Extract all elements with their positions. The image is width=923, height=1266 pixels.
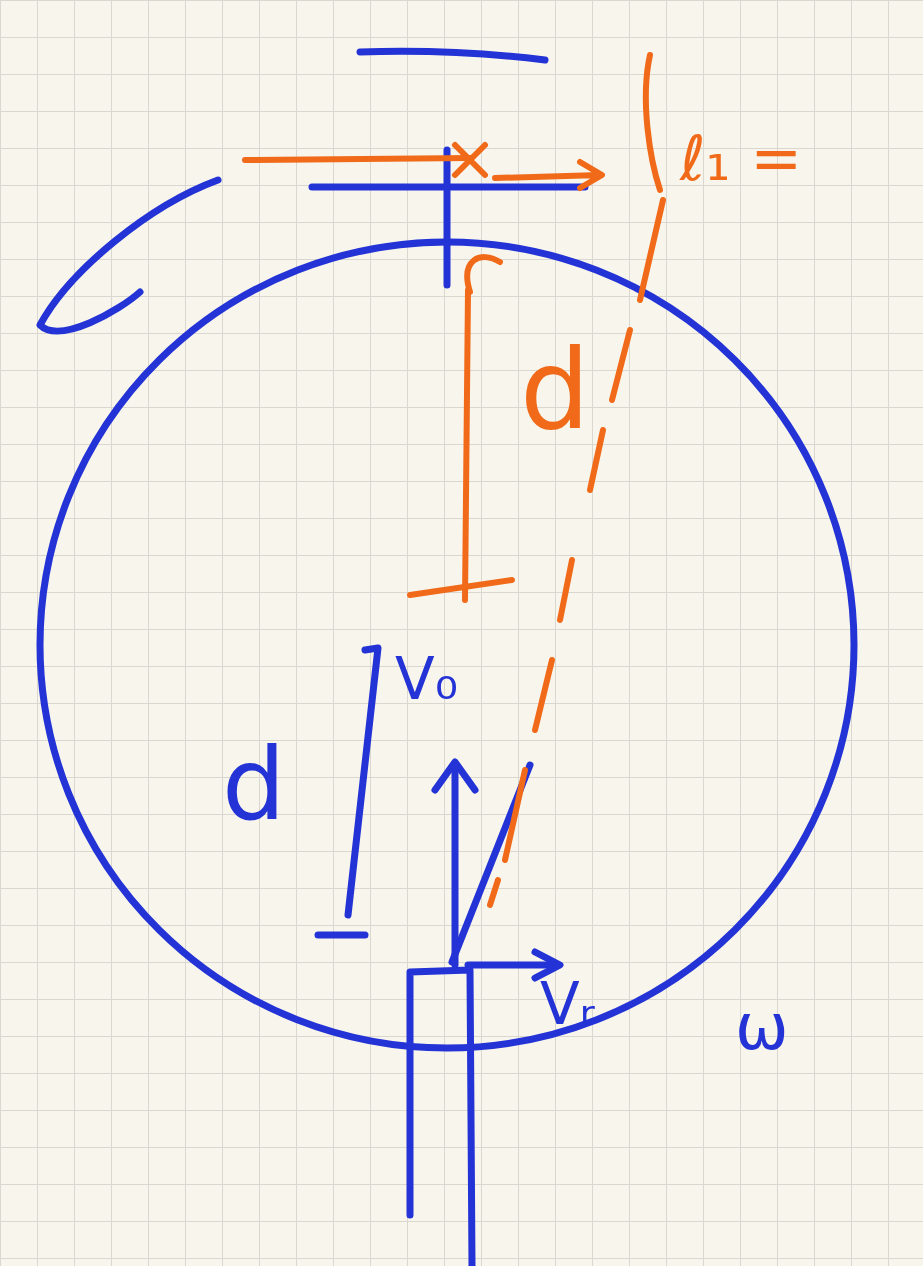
- rotation-arrow: [40, 180, 218, 331]
- distance-line: [465, 290, 468, 600]
- distance-label: d: [222, 735, 285, 835]
- velocity-label: Vᵣ: [540, 975, 595, 1033]
- orange-arrow: [495, 162, 602, 188]
- orange-line: [245, 158, 470, 160]
- scribble: [646, 55, 660, 190]
- distance-label: d: [520, 335, 590, 445]
- angular-velocity-label: ω: [735, 995, 789, 1059]
- bracket: [348, 648, 378, 915]
- distance-tick: [410, 580, 512, 595]
- velocity-label: V₀: [395, 650, 458, 708]
- top-stub: [444, 150, 451, 285]
- bracket-tick: [318, 932, 365, 939]
- length-label: ℓ₁ =: [680, 128, 802, 190]
- vr-arrow: [468, 962, 555, 969]
- tube: [410, 970, 472, 1266]
- velocity-arrow: [452, 765, 459, 965]
- hook: [467, 257, 500, 292]
- cross-mark: [455, 145, 485, 175]
- top-arrow: [360, 51, 545, 60]
- circle-outline: [40, 242, 854, 1048]
- arrowhead: [435, 762, 475, 790]
- dashed-line: [490, 200, 663, 905]
